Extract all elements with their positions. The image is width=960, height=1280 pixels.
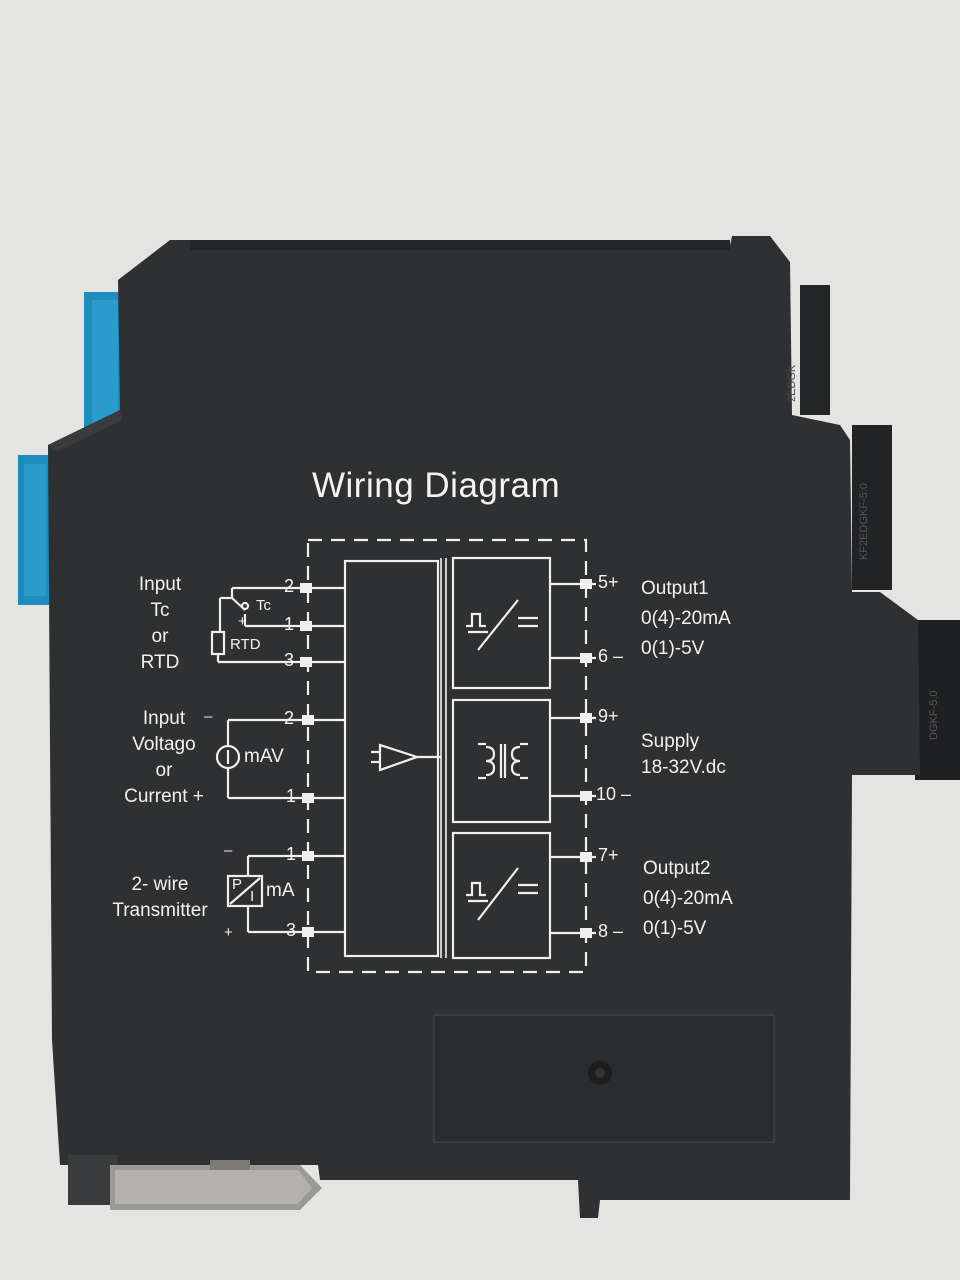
pin-9-plus: 9+ bbox=[598, 706, 619, 726]
pin-8-minus: 8 – bbox=[598, 921, 624, 941]
terminal-block-right bbox=[800, 285, 960, 780]
transmitter-p-label: P bbox=[232, 876, 243, 893]
amplifier-symbol bbox=[378, 743, 421, 772]
pin-1-tc: 1 bbox=[284, 614, 295, 634]
pin-3-tc: 3 bbox=[284, 650, 295, 670]
minus-sign: – bbox=[224, 842, 233, 859]
transmitter-wiring bbox=[226, 854, 298, 934]
supply-label: Supply 18-32V.dc bbox=[641, 731, 726, 778]
transmitter-label: 2- wire Transmitter bbox=[112, 874, 208, 921]
transmitter-symbol bbox=[226, 874, 264, 908]
pin-3-t: 3 bbox=[286, 920, 297, 940]
terminal-markers bbox=[300, 579, 592, 938]
transmitter-i-label: I bbox=[250, 888, 255, 905]
terminal-block-left-bottom bbox=[18, 455, 52, 605]
voltage-current-wiring bbox=[215, 718, 298, 800]
output2-converter bbox=[451, 831, 552, 960]
converter-symbol-1 bbox=[466, 599, 538, 651]
mav-source-label: mAV bbox=[244, 746, 284, 767]
housing bbox=[48, 236, 920, 1218]
plus-sign: + bbox=[238, 613, 247, 630]
plus-sign: + bbox=[224, 924, 233, 941]
input-voltage-current-label: Input Voltago or Current + bbox=[124, 708, 204, 807]
output2-label: Output2 0(4)-20mA 0(1)-5V bbox=[643, 858, 733, 939]
supply-transformer-block bbox=[451, 698, 552, 824]
tc-sensor-label: Tc bbox=[256, 597, 271, 614]
pin-10-minus: 10 – bbox=[596, 784, 632, 804]
diagram-enclosure bbox=[306, 538, 588, 974]
side-marking: 2EDGK bbox=[786, 364, 798, 402]
pin-2-tc: 2 bbox=[284, 576, 295, 596]
terminal-block-left-top bbox=[84, 292, 124, 442]
diagram-title: Wiring Diagram bbox=[312, 466, 561, 505]
amplifier-block bbox=[343, 559, 440, 958]
transmitter-ma-label: mA bbox=[266, 880, 295, 901]
housing-top-lip bbox=[190, 240, 730, 250]
converter-symbol-2 bbox=[466, 867, 538, 921]
rtd-sensor-label: RTD bbox=[230, 636, 261, 653]
side-marking: DGKF-5.0 bbox=[928, 690, 940, 740]
pin-1-v: 1 bbox=[286, 786, 297, 806]
input-tc-rtd-label: Input Tc or RTD bbox=[138, 574, 182, 673]
pin-1-t: 1 bbox=[286, 844, 297, 864]
output1-label: Output1 0(4)-20mA 0(1)-5V bbox=[641, 578, 731, 659]
din-rail-clip bbox=[68, 1155, 322, 1210]
transformer-symbol bbox=[478, 742, 528, 780]
tc-rtd-wiring bbox=[210, 586, 298, 664]
pin-2-v: 2 bbox=[284, 708, 295, 728]
pin-7-plus: 7+ bbox=[598, 845, 619, 865]
output1-converter bbox=[451, 556, 552, 690]
pin-5-plus: 5+ bbox=[598, 572, 619, 592]
side-marking: KF2EDGKF-5.0 bbox=[858, 482, 870, 560]
minus-sign: – bbox=[204, 708, 213, 725]
pin-6-minus: 6 – bbox=[598, 646, 624, 666]
